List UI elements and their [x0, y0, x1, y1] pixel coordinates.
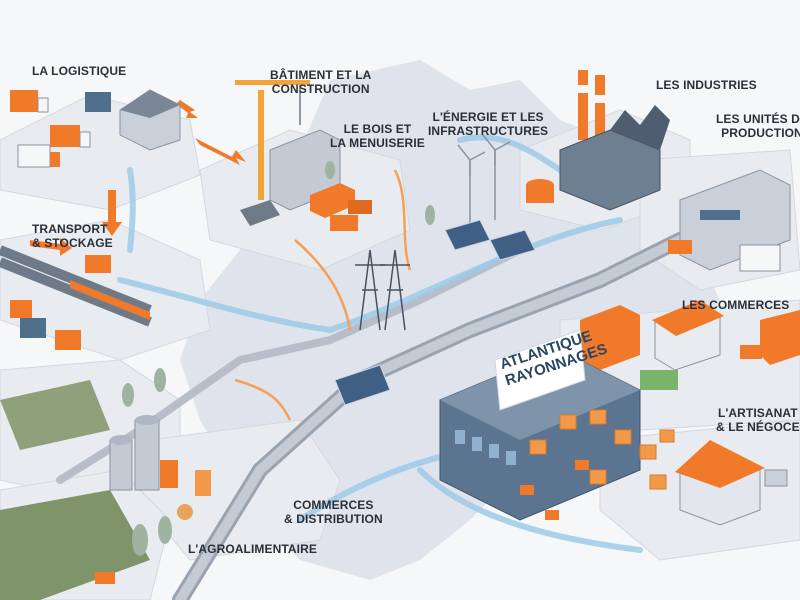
construction-area: [235, 80, 372, 231]
label-batiment: BÂTIMENT ET LA CONSTRUCTION: [270, 68, 371, 96]
label-artisanat: L'ARTISANAT & LE NÉGOCE: [716, 406, 800, 434]
agro-area: [0, 380, 211, 600]
label-unites-line1: LES UNITÉS DE: [716, 112, 800, 126]
transport-railway: [0, 245, 152, 350]
label-industries: LES INDUSTRIES: [656, 78, 757, 92]
industry-area: [526, 70, 670, 211]
label-bois-line2: LA MENUISERIE: [330, 136, 425, 150]
label-transport-line2: & STOCKAGE: [32, 236, 113, 250]
forklifts: [520, 460, 589, 520]
pallets: [529, 409, 675, 490]
label-energie-line1: L'ÉNERGIE ET LES: [432, 110, 544, 124]
label-energie-line2: INFRASTRUCTURES: [428, 124, 549, 138]
label-distribution-line1: COMMERCES: [293, 498, 374, 512]
label-artisanat-line1: L'ARTISANAT: [718, 406, 798, 420]
artisanat-area: [675, 440, 788, 526]
production-area: [668, 169, 791, 272]
commerces-area: [580, 300, 800, 390]
label-commerces: LES COMMERCES: [682, 298, 790, 312]
label-batiment-line2: CONSTRUCTION: [271, 82, 370, 96]
label-logistique: LA LOGISTIQUE: [32, 64, 127, 78]
logistics-area: [10, 89, 181, 168]
energy-area: [457, 134, 511, 230]
solar-panels: [334, 219, 536, 406]
label-bois: LE BOIS ET LA MENUISERIE: [330, 122, 425, 150]
label-transport-line1: TRANSPORT: [32, 222, 108, 236]
label-distribution: COMMERCES & DISTRIBUTION: [284, 498, 383, 526]
label-energie: L'ÉNERGIE ET LES INFRASTRUCTURES: [428, 110, 548, 138]
label-unites: LES UNITÉS DE PRODUCTION: [716, 112, 800, 140]
orange-route-lines: [234, 169, 412, 421]
label-agroalimentaire: L'AGROALIMENTAIRE: [188, 542, 317, 556]
trees: [122, 161, 435, 556]
label-artisanat-line2: & LE NÉGOCE: [716, 420, 800, 434]
label-bois-line1: LE BOIS ET: [343, 122, 412, 136]
label-batiment-line1: BÂTIMENT ET LA: [270, 68, 372, 82]
label-transport: TRANSPORT & STOCKAGE: [32, 222, 113, 250]
label-distribution-line2: & DISTRIBUTION: [284, 512, 383, 526]
label-unites-line2: PRODUCTION: [721, 126, 800, 140]
orange-arrows: [30, 100, 246, 256]
power-pylons: [355, 249, 410, 331]
